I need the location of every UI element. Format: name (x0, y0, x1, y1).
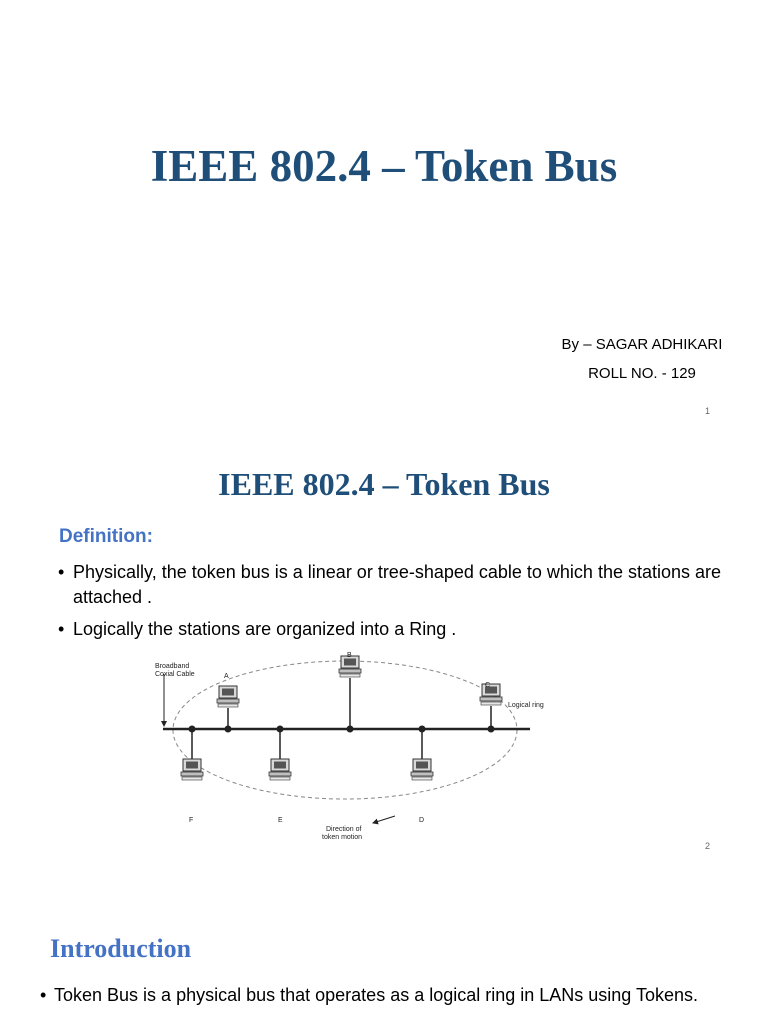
slide-title: IEEE 802.4 – Token Bus (218, 466, 550, 502)
slide-2: IEEE 802.4 – Token Bus Definition: • Phy… (0, 430, 768, 860)
motion-label-line1: Direction of (326, 826, 361, 833)
station-label-d: D (419, 817, 424, 824)
bullet-text: Logically the stations are organized int… (73, 619, 457, 639)
token-bus-diagram: A B C D E F Broadband Coxial Cable Logic… (155, 652, 544, 841)
bullet-list: • Physically, the token bus is a linear … (58, 560, 738, 649)
bullet-icon: • (58, 619, 65, 639)
slide-title: IEEE 802.4 – Token Bus (150, 141, 618, 191)
bullet-text: Physically, the token bus is a linear or… (73, 562, 722, 607)
list-item: • Physically, the token bus is a linear … (58, 560, 738, 610)
definition-heading: Definition: (59, 526, 153, 547)
cable-label-line2: Coxial Cable (155, 671, 195, 678)
page-number: 1 (704, 406, 710, 416)
introduction-heading: Introduction (50, 934, 192, 963)
station-label-e: E (278, 817, 283, 824)
author-line: By – SAGAR ADHIKARI (561, 336, 723, 353)
bullet-icon: • (58, 562, 65, 582)
computer-icon (479, 683, 503, 706)
bullet-icon: • (40, 985, 47, 1005)
page-number: 2 (704, 841, 710, 851)
slide-3: Introduction • Token Bus is a physical b… (0, 860, 768, 1024)
roll-number-line: ROLL NO. - 129 (588, 365, 696, 382)
station-label-b: B (347, 652, 352, 659)
list-item: • Token Bus is a physical bus that opera… (40, 984, 740, 1007)
computer-icon (410, 758, 434, 781)
logical-ring-label: Logical ring (508, 702, 544, 709)
station-label-f: F (189, 817, 193, 824)
list-item: • Logically the stations are organized i… (58, 617, 738, 642)
station-label-c: C (485, 682, 490, 689)
station-label-a: A (224, 673, 229, 680)
cable-label-line1: Broadband (155, 663, 189, 670)
computer-icon (180, 758, 204, 781)
motion-label-line2: token motion (322, 834, 362, 841)
computer-icon (216, 685, 240, 708)
bullet-list: • Token Bus is a physical bus that opera… (40, 984, 740, 1007)
slide-1: IEEE 802.4 – Token Bus By – SAGAR ADHIKA… (0, 0, 768, 430)
author-block: By – SAGAR ADHIKARI ROLL NO. - 129 (552, 330, 732, 388)
computer-icon (338, 655, 362, 678)
bus-junctions (188, 725, 495, 733)
computer-icon (268, 758, 292, 781)
token-direction-arrow (372, 815, 396, 825)
bullet-text: Token Bus is a physical bus that operate… (54, 985, 699, 1005)
